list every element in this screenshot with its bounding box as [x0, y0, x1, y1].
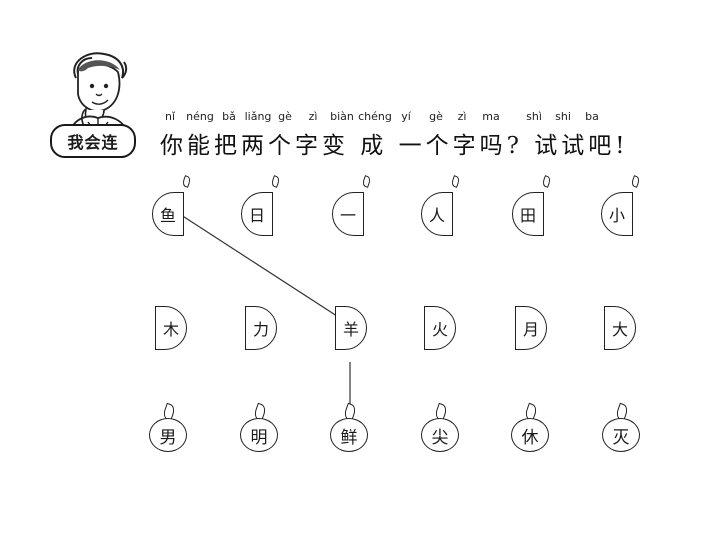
answer-char-card[interactable]: 鲜: [330, 418, 368, 452]
pinyin-syllable: gè: [278, 110, 292, 123]
pinyin-syllable: ma: [482, 110, 500, 123]
answer-char-card[interactable]: 男: [149, 418, 187, 452]
pinyin-syllable: bǎ: [222, 110, 236, 123]
top-char-card[interactable]: 田: [512, 192, 544, 236]
pinyin-syllable: ba: [585, 110, 599, 123]
answer-char-card[interactable]: 灭: [602, 418, 640, 452]
pinyin-syllable: yí: [401, 110, 411, 123]
answer-char-card[interactable]: 明: [240, 418, 278, 452]
instruction-text: 你能把两个字变 成 一个字吗? 试试吧!: [160, 133, 629, 159]
answer-char-card[interactable]: 休: [511, 418, 549, 452]
pinyin-syllable: shi: [555, 110, 571, 123]
pinyin-syllable: gè: [429, 110, 443, 123]
top-char-card[interactable]: 一: [332, 192, 364, 236]
pinyin-syllable: zì: [457, 110, 467, 123]
connection-line: [177, 212, 341, 319]
top-char-card[interactable]: 日: [241, 192, 273, 236]
pinyin-syllable: chéng: [358, 110, 392, 123]
top-char-card[interactable]: 鱼: [152, 192, 184, 236]
badge-label: 我会连: [50, 124, 136, 158]
top-char-card[interactable]: 人: [421, 192, 453, 236]
answer-char-card[interactable]: 尖: [421, 418, 459, 452]
pinyin-syllable: liǎng: [244, 110, 272, 123]
pinyin-syllable: biàn: [330, 110, 354, 123]
pinyin-row: nǐ néng bǎ liǎng gè zì biàn chéng yí gè …: [0, 0, 720, 130]
pinyin-syllable: zì: [308, 110, 318, 123]
pinyin-syllable: shì: [526, 110, 542, 123]
pinyin-syllable: nǐ: [164, 110, 176, 123]
top-char-card[interactable]: 小: [601, 192, 633, 236]
pinyin-syllable: néng: [186, 110, 214, 123]
